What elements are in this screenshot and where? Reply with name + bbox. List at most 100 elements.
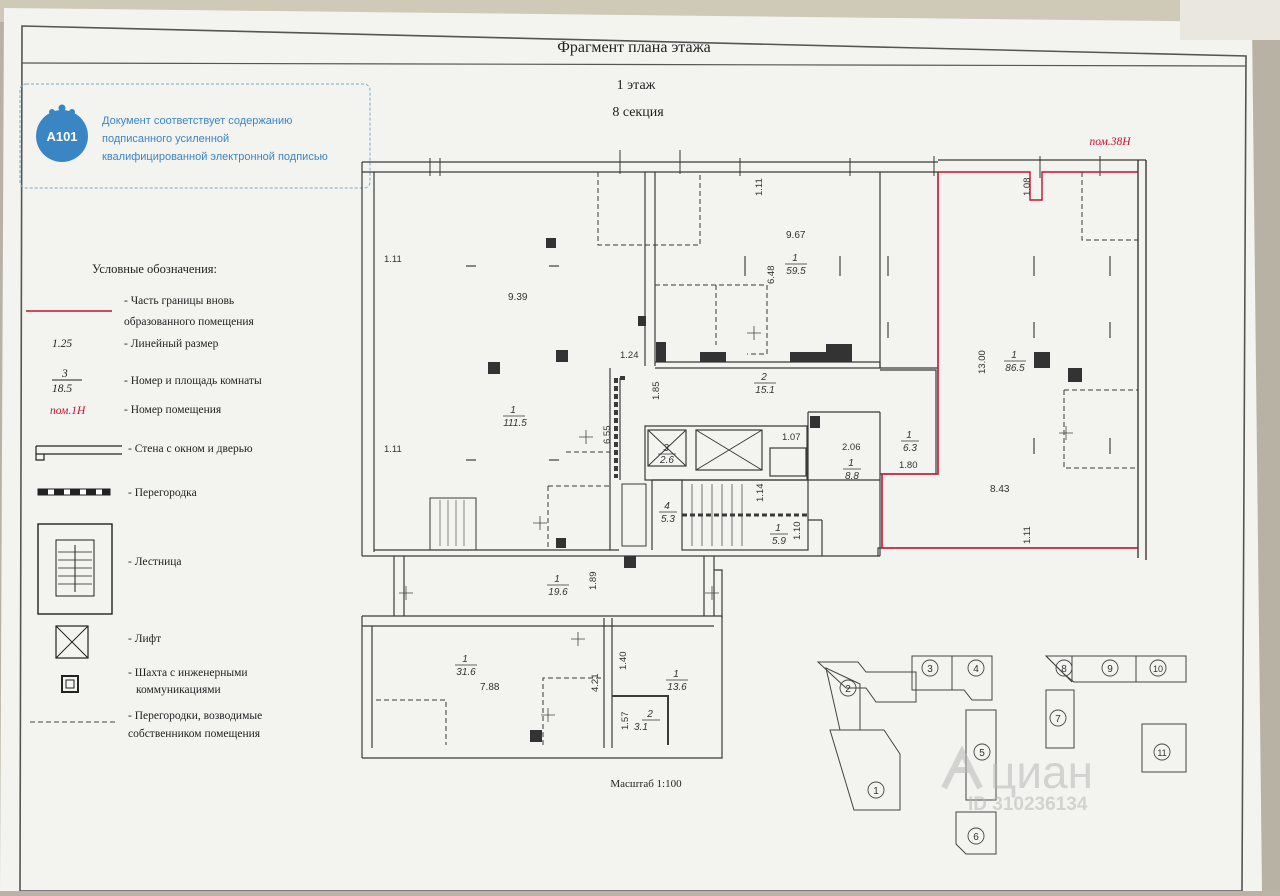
svg-text:8: 8 — [1061, 664, 1067, 675]
svg-text:1: 1 — [848, 458, 854, 469]
svg-text:13.00: 13.00 — [977, 350, 988, 374]
svg-text:1.11: 1.11 — [1022, 526, 1033, 544]
svg-text:1: 1 — [554, 574, 560, 585]
svg-text:1.11: 1.11 — [384, 444, 402, 455]
svg-text:- Перегородки, возводимые: - Перегородки, возводимые — [128, 710, 262, 722]
svg-text:7.88: 7.88 — [480, 682, 500, 693]
svg-text:- Номер помещения: - Номер помещения — [124, 404, 222, 416]
svg-text:1: 1 — [873, 786, 879, 797]
svg-text:5.9: 5.9 — [772, 536, 786, 547]
cian-watermark: циан ID 310236134 — [941, 745, 1093, 815]
legend-title: Условные обозначения: — [92, 262, 217, 276]
svg-text:4: 4 — [973, 664, 979, 675]
room-label: 16.3 — [901, 430, 919, 454]
svg-text:4: 4 — [664, 501, 670, 512]
room-label: 23.1 — [634, 709, 660, 733]
svg-text:коммуникациями: коммуникациями — [136, 684, 221, 696]
premise-number: пом.38Н — [1089, 136, 1131, 148]
svg-text:1: 1 — [1011, 350, 1017, 361]
svg-text:1.57: 1.57 — [620, 712, 631, 731]
svg-text:2: 2 — [760, 372, 767, 383]
svg-text:- Лифт: - Лифт — [128, 633, 161, 645]
svg-text:2: 2 — [845, 684, 851, 695]
svg-text:1.07: 1.07 — [782, 432, 801, 443]
svg-text:пом.1Н: пом.1Н — [50, 405, 86, 417]
svg-text:1.10: 1.10 — [792, 522, 803, 541]
svg-text:1: 1 — [775, 523, 781, 534]
svg-text:- Шахта с инженерными: - Шахта с инженерными — [128, 667, 248, 679]
room-label: 119.6 — [547, 574, 569, 598]
svg-text:3.1: 3.1 — [634, 722, 648, 733]
svg-text:образованного помещения: образованного помещения — [124, 316, 255, 328]
svg-text:1.24: 1.24 — [620, 350, 639, 361]
svg-text:1.08: 1.08 — [1022, 178, 1033, 197]
svg-text:18.5: 18.5 — [52, 383, 72, 395]
dimension-labels: 1.11 9.39 1.11 1.11 9.67 6.48 1.08 13.00… — [384, 178, 1033, 731]
svg-text:9: 9 — [1107, 664, 1113, 675]
svg-text:Документ соответствует содержа: Документ соответствует содержанию — [102, 115, 292, 127]
legend: Условные обозначения: - Часть границы вн… — [26, 262, 262, 740]
svg-text:1.80: 1.80 — [899, 460, 918, 471]
svg-text:1.14: 1.14 — [755, 484, 766, 503]
svg-text:31.6: 31.6 — [456, 667, 476, 678]
svg-text:111.5: 111.5 — [503, 418, 527, 429]
svg-text:3: 3 — [927, 664, 933, 675]
floor-plan — [361, 150, 1147, 759]
svg-text:2.6: 2.6 — [659, 455, 674, 466]
svg-text:2.06: 2.06 — [842, 442, 861, 453]
cian-logo-icon — [941, 745, 983, 790]
lift-symbol-icon — [55, 625, 89, 659]
room-label: 15.9 — [770, 523, 788, 547]
svg-text:1: 1 — [462, 654, 468, 665]
svg-text:1: 1 — [792, 253, 798, 264]
svg-text:3: 3 — [61, 368, 68, 380]
key-plan — [816, 655, 1187, 855]
svg-text:19.6: 19.6 — [548, 587, 568, 598]
svg-text:86.5: 86.5 — [1005, 363, 1025, 374]
svg-text:подписанного усиленной: подписанного усиленной — [102, 133, 229, 145]
svg-text:3: 3 — [663, 443, 669, 454]
room-label: 159.5 — [785, 253, 807, 277]
svg-text:1.11: 1.11 — [754, 178, 765, 196]
svg-text:- Перегородка: - Перегородка — [128, 487, 197, 499]
svg-text:A101: A101 — [46, 129, 77, 144]
svg-text:6.48: 6.48 — [766, 266, 777, 285]
scale-label: Масштаб 1:100 — [610, 778, 682, 790]
stair-symbol-icon — [37, 523, 113, 615]
svg-text:6.3: 6.3 — [903, 443, 917, 454]
svg-text:8.8: 8.8 — [845, 471, 859, 482]
room-label: 45.3 — [659, 501, 677, 525]
svg-text:59.5: 59.5 — [786, 266, 806, 277]
room-label: 18.8 — [843, 458, 861, 482]
svg-text:7: 7 — [1055, 714, 1061, 725]
svg-text:циан: циан — [990, 746, 1093, 798]
room-label: 1 111.5 — [503, 405, 527, 429]
premise-boundary — [881, 172, 1138, 549]
plan-title: Фрагмент плана этажа — [557, 39, 711, 56]
svg-text:1.25: 1.25 — [52, 338, 72, 350]
paper-sheet — [0, 8, 1262, 891]
svg-text:9.67: 9.67 — [786, 230, 806, 241]
digital-signature-stamp: A101 Документ соответствует содержанию п… — [19, 83, 371, 189]
svg-text:1.11: 1.11 — [384, 254, 402, 265]
room-label: 215.1 — [754, 372, 776, 396]
svg-text:2: 2 — [646, 709, 653, 720]
svg-text:10: 10 — [1153, 664, 1163, 674]
svg-text:1: 1 — [906, 430, 912, 441]
room-label: 113.6 — [666, 669, 688, 693]
svg-text:6: 6 — [973, 832, 979, 843]
svg-text:- Номер и площадь комнаты: - Номер и площадь комнаты — [124, 375, 262, 387]
svg-text:1.89: 1.89 — [588, 572, 599, 591]
a101-logo-icon — [36, 110, 88, 162]
svg-text:8.43: 8.43 — [990, 484, 1010, 495]
svg-text:13.6: 13.6 — [667, 682, 687, 693]
svg-text:- Линейный размер: - Линейный размер — [124, 338, 219, 350]
svg-text:4.21: 4.21 — [590, 674, 601, 693]
room-label: 32.6 — [658, 443, 676, 466]
svg-text:ID 310236134: ID 310236134 — [968, 794, 1088, 815]
svg-text:- Лестница: - Лестница — [128, 556, 182, 568]
svg-text:- Часть границы вновь: - Часть границы вновь — [124, 295, 234, 307]
svg-text:1: 1 — [510, 405, 516, 416]
